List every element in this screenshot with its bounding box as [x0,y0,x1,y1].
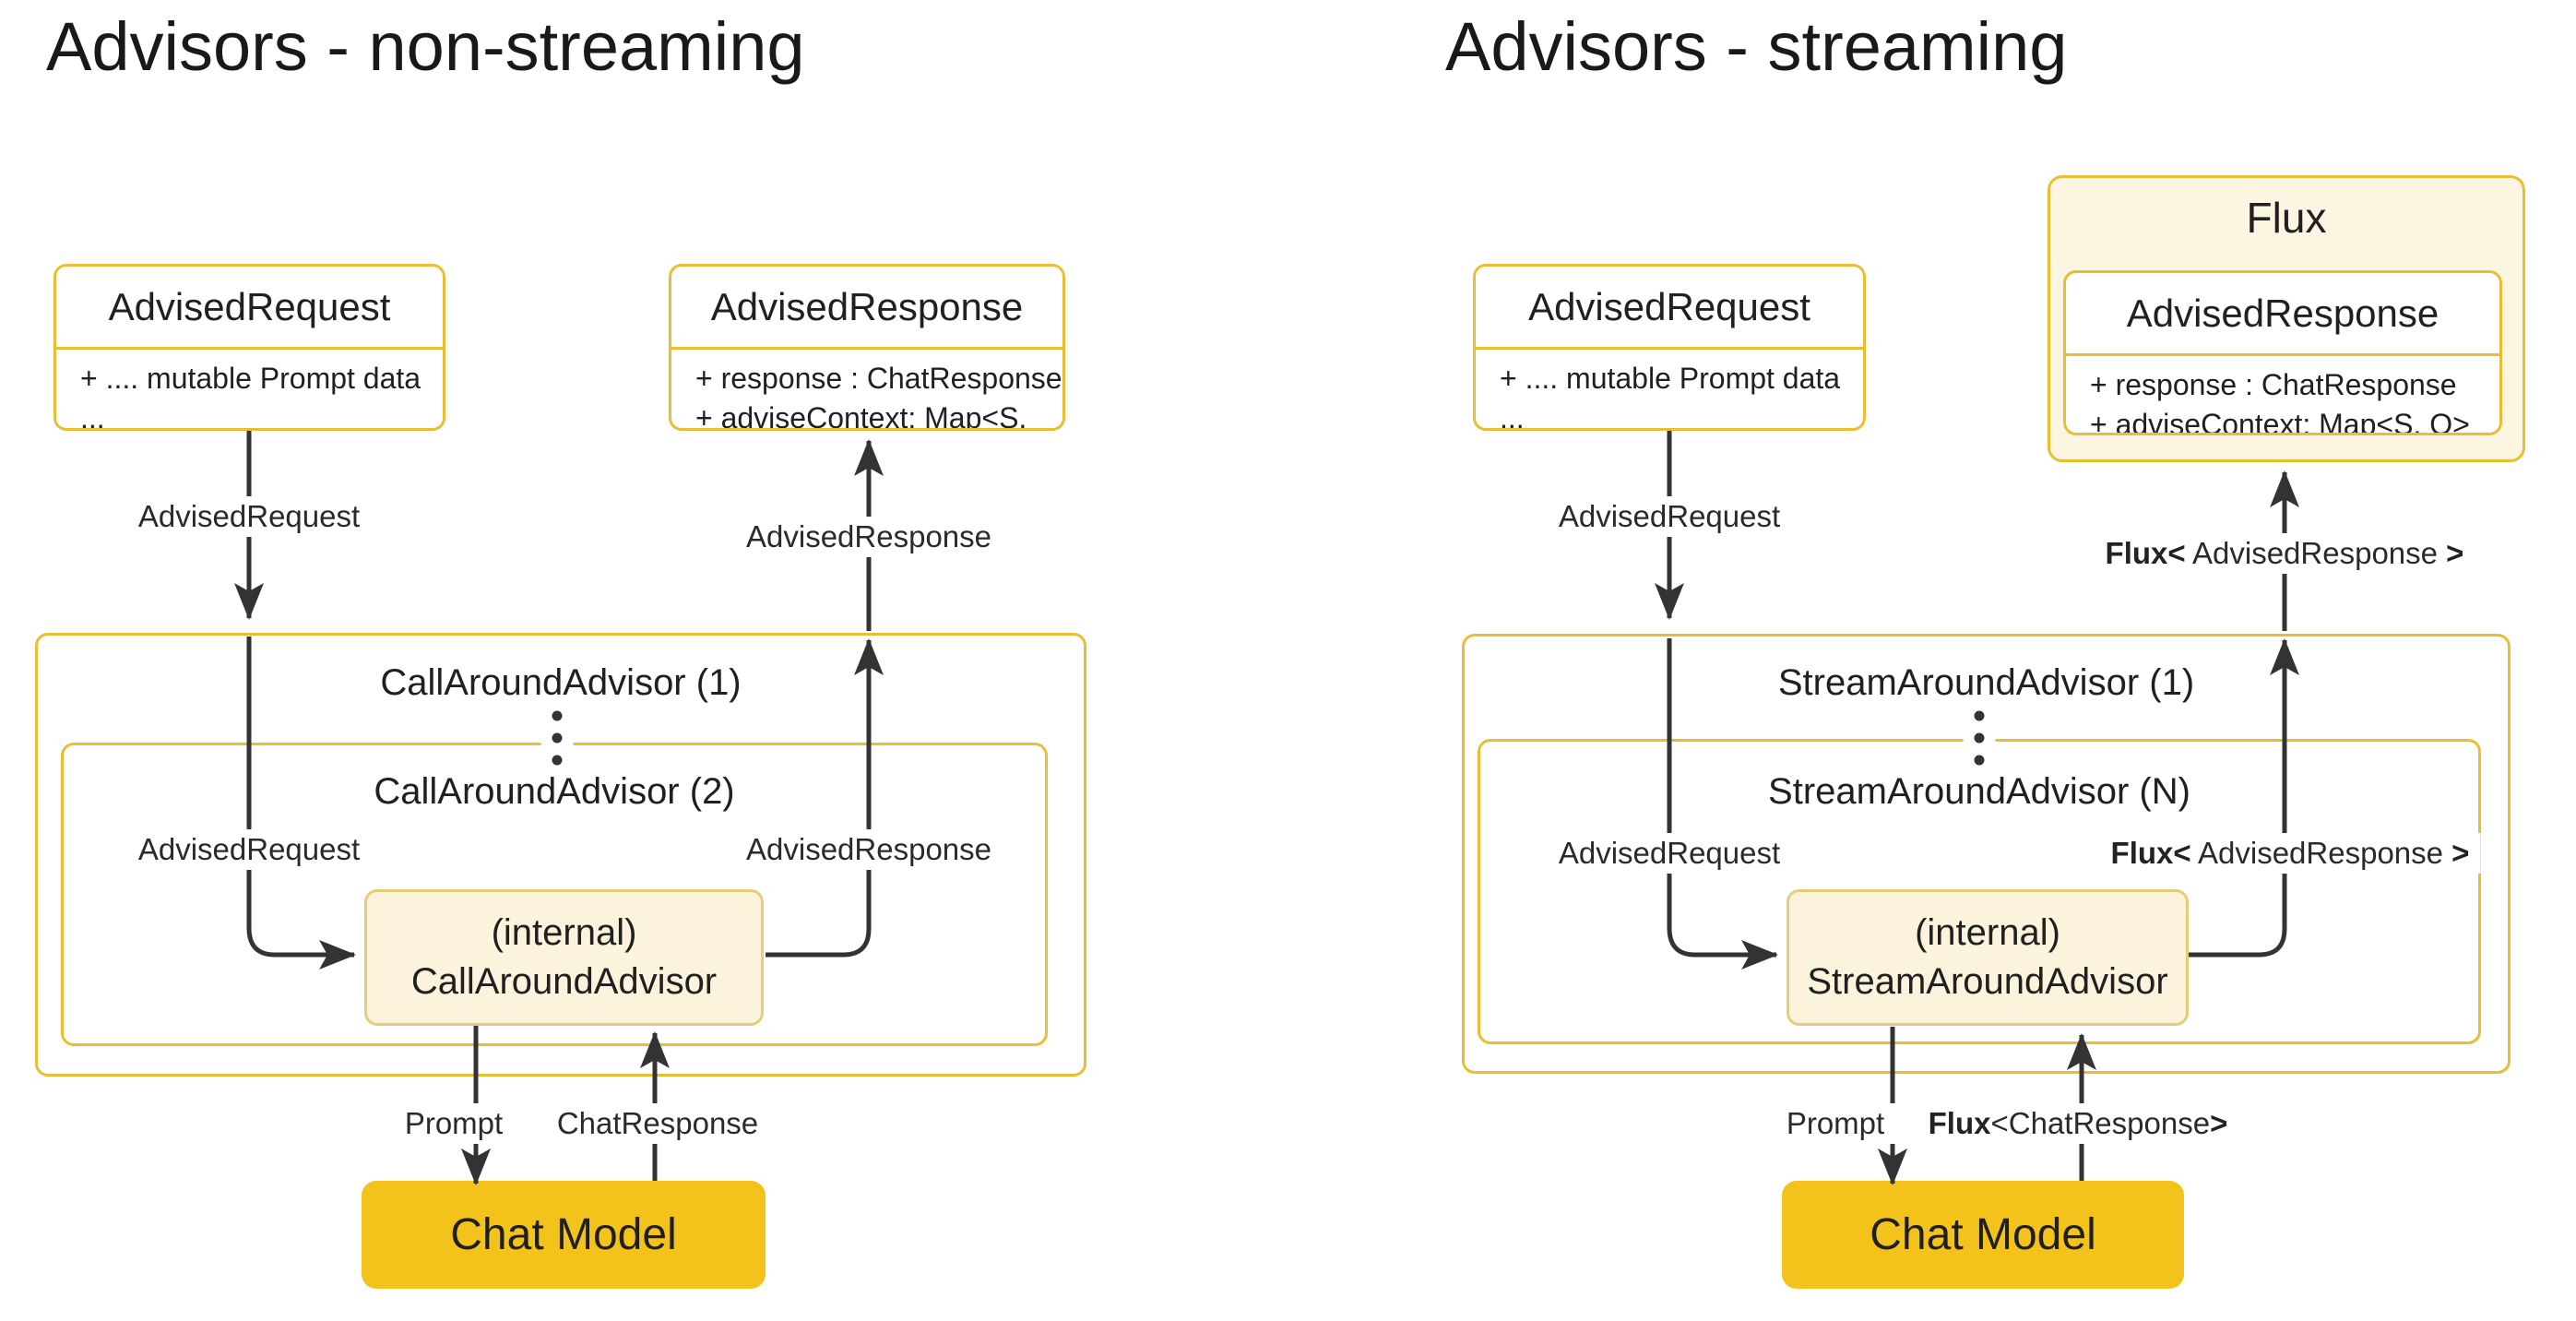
edge-label-flux-advised-response: Flux< AdvisedResponse > [2094,533,2475,574]
class-title: AdvisedResponse [671,267,1062,350]
flux-title: Flux [2246,194,2327,242]
label-bold-part: Flux< [2110,836,2191,870]
group-title: StreamAroundAdvisor (N) [1768,771,2190,812]
internal-box-line: (internal) [491,912,637,953]
advised-request-box-left: AdvisedRequest + .... mutable Prompt dat… [53,264,445,431]
label-bold-part: Flux [1928,1106,1991,1140]
edge-label-flux-chat-response: Flux<ChatResponse> [1917,1103,2239,1144]
chat-model-label: Chat Model [1870,1210,2096,1259]
label-text-part: <ChatResponse [1990,1106,2211,1140]
chat-model-label: Chat Model [450,1210,677,1259]
internal-box-line: StreamAroundAdvisor [1807,961,2168,1002]
label-bold-part: > [2451,836,2470,870]
page-title-left: Advisors - non-streaming [46,8,805,85]
class-fields: + .... mutable Prompt data ... + adviseC… [1476,350,1863,431]
advised-response-box-right: AdvisedResponse + response : ChatRespons… [2063,270,2502,435]
edge-label-prompt-left: Prompt [393,1103,515,1144]
edge-label-advised-response: AdvisedResponse [735,517,1003,557]
edge-label-advised-request-inner-right: AdvisedRequest [1547,833,1792,874]
edge-label-advised-request-inner: AdvisedRequest [126,829,372,870]
edge-label-flux-advised-response-inner: Flux< AdvisedResponse > [2099,833,2481,874]
edge-label-prompt-right: Prompt [1775,1103,1896,1144]
class-title: AdvisedRequest [56,267,443,350]
edge-label-advised-response-inner: AdvisedResponse [735,829,1003,870]
edge-label-advised-request: AdvisedRequest [126,496,372,537]
class-fields: + response : ChatResponse + adviseContex… [2066,356,2499,435]
internal-stream-around-advisor-box: (internal) StreamAroundAdvisor [1787,889,2189,1026]
class-field: + .... mutable Prompt data ... [1500,362,1841,431]
class-title: AdvisedResponse [2066,273,2499,356]
call-around-advisor-outer-group [35,633,1086,1077]
internal-box-line: (internal) [1915,912,2060,953]
class-field: + .... mutable Prompt data ... [80,362,421,431]
internal-call-around-advisor-box: (internal) CallAroundAdvisor [364,889,764,1026]
label-text-part: AdvisedResponse [2190,836,2452,870]
chat-model-box-right: Chat Model [1782,1181,2184,1289]
page-title-right: Advisors - streaming [1445,8,2068,85]
class-field: + adviseContext: Map<S, O> [695,401,1027,431]
stream-around-advisor-outer-group [1462,634,2511,1074]
ellipsis-dots-right [1963,705,1996,771]
advised-response-box-left: AdvisedResponse + response : ChatRespons… [669,264,1065,431]
label-text-part: AdvisedResponse [2185,536,2447,570]
edge-label-advised-request-right: AdvisedRequest [1547,496,1792,537]
class-fields: + .... mutable Prompt data ... + adviseC… [56,350,443,431]
advised-request-box-right: AdvisedRequest + .... mutable Prompt dat… [1473,264,1866,431]
class-title: AdvisedRequest [1476,267,1863,350]
group-title: StreamAroundAdvisor (1) [1777,662,2195,703]
ellipsis-dots-left [540,705,574,771]
label-bold-part: > [2446,536,2464,570]
chat-model-box-left: Chat Model [362,1181,766,1289]
class-field: + response : ChatResponse [2090,368,2457,401]
internal-box-line: CallAroundAdvisor [410,961,718,1002]
group-title: CallAroundAdvisor (1) [380,662,742,703]
class-field: + adviseContext: Map<S, O> [2090,408,2470,435]
label-bold-part: > [2210,1106,2228,1140]
edge-label-chat-response: ChatResponse [545,1103,770,1144]
label-bold-part: Flux< [2105,536,2186,570]
class-field: + response : ChatResponse [695,362,1062,395]
class-fields: + response : ChatResponse + adviseContex… [671,350,1062,431]
group-title: CallAroundAdvisor (2) [374,771,735,812]
